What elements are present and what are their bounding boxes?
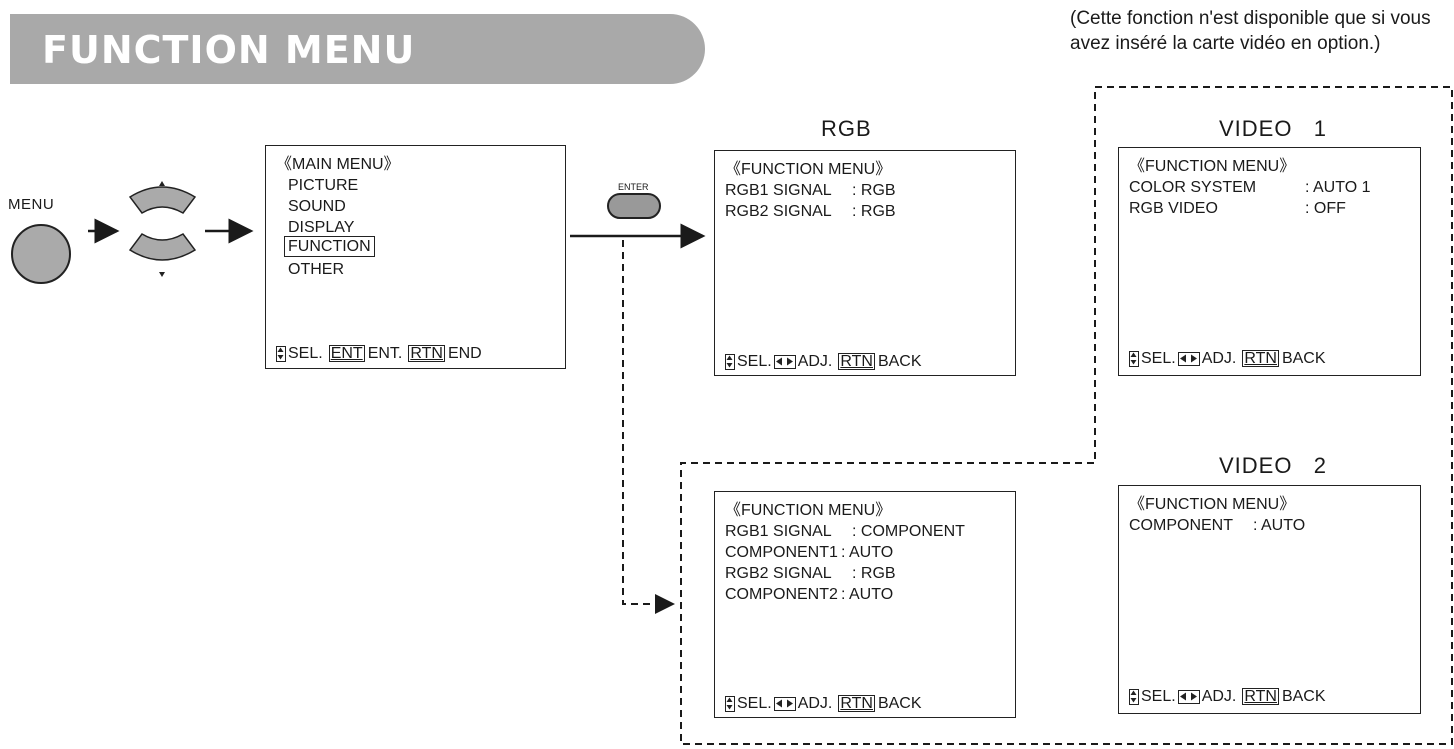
component-row-value: : RGB xyxy=(852,565,896,582)
video1-row-label[interactable]: COLOR SYSTEM xyxy=(1129,179,1257,196)
menu-button[interactable] xyxy=(11,224,71,284)
availability-note: (Cette fonction n'est disponible que si … xyxy=(1070,8,1431,54)
selector-down-caret xyxy=(159,272,165,277)
rgb-row-label[interactable]: RGB1 SIGNAL xyxy=(725,182,832,199)
video1-row-value: : AUTO 1 xyxy=(1305,179,1371,196)
main-menu-item[interactable]: SOUND xyxy=(288,198,346,215)
main-menu-header: 《MAIN MENU》 xyxy=(276,156,400,173)
video1-footer: SEL. ADJ. RTN BACK xyxy=(1129,348,1326,369)
selector-up-caret xyxy=(159,181,165,186)
component-footer: SEL. ADJ. RTN BACK xyxy=(725,693,922,714)
rgb-function-screen: 《FUNCTION MENU》 RGB1 SIGNAL : RGB RGB2 S… xyxy=(714,150,1016,376)
rgb-footer: SEL. ADJ. RTN BACK xyxy=(725,351,922,372)
rtn-key: RTN xyxy=(838,695,875,712)
selector-down-icon xyxy=(128,233,197,261)
rtn-key: RTN xyxy=(838,353,875,370)
rgb-row-value: : RGB xyxy=(852,203,896,220)
rtn-key: RTN xyxy=(1242,350,1279,367)
rtn-key: RTN xyxy=(408,345,445,362)
video2-footer: SEL. ADJ. RTN BACK xyxy=(1129,686,1326,707)
video2-row-value: : AUTO xyxy=(1253,517,1306,534)
up-down-arrow-icon xyxy=(1129,688,1139,705)
up-down-arrow-icon xyxy=(725,353,735,370)
up-down-arrow-icon xyxy=(276,345,286,362)
video2-row-label[interactable]: COMPONENT xyxy=(1129,517,1233,534)
video1-heading: VIDEO 1 xyxy=(1219,116,1328,141)
selector-up-icon xyxy=(128,186,197,214)
dashed-arrow-to-component xyxy=(622,240,675,614)
rgb-row-label[interactable]: RGB2 SIGNAL xyxy=(725,203,832,220)
main-menu-screen: 《MAIN MENU》 PICTURE SOUND DISPLAY FUNCTI… xyxy=(265,145,566,369)
rtn-key: RTN xyxy=(1242,688,1279,705)
main-menu-item[interactable]: OTHER xyxy=(288,261,344,278)
menu-button-label: MENU xyxy=(8,196,55,213)
video1-row-label[interactable]: RGB VIDEO xyxy=(1129,200,1218,217)
component-row-label[interactable]: RGB2 SIGNAL xyxy=(725,565,832,582)
component-row-value: : COMPONENT xyxy=(852,523,965,540)
video2-function-screen: 《FUNCTION MENU》 COMPONENT : AUTO SEL. AD… xyxy=(1118,485,1421,714)
component-row-label[interactable]: COMPONENT2 xyxy=(725,586,838,603)
enter-button[interactable] xyxy=(607,193,661,219)
component-function-screen: 《FUNCTION MENU》 RGB1 SIGNAL : COMPONENT … xyxy=(714,491,1016,718)
component-row-value: : AUTO xyxy=(841,586,894,603)
left-right-arrow-icon xyxy=(1177,689,1200,704)
component-row-label[interactable]: RGB1 SIGNAL xyxy=(725,523,832,540)
ent-key: ENT xyxy=(328,345,365,362)
video1-row-value: : OFF xyxy=(1305,200,1346,217)
main-menu-item[interactable]: DISPLAY xyxy=(288,219,355,236)
up-down-arrow-icon xyxy=(1129,350,1139,367)
main-menu-footer: SEL. ENT ENT. RTN END xyxy=(276,343,482,364)
main-menu-item[interactable]: PICTURE xyxy=(288,177,359,194)
component-row-label[interactable]: COMPONENT1 xyxy=(725,544,838,561)
rgb-row-value: : RGB xyxy=(852,182,896,199)
up-down-arrow-icon xyxy=(725,695,735,712)
left-right-arrow-icon xyxy=(1177,351,1200,366)
video1-function-screen: 《FUNCTION MENU》 COLOR SYSTEM : AUTO 1 RG… xyxy=(1118,147,1421,376)
component-row-value: : AUTO xyxy=(841,544,894,561)
left-right-arrow-icon xyxy=(773,354,796,369)
title-banner: FUNCTION MENU xyxy=(10,14,705,84)
main-menu-item-selected[interactable]: FUNCTION xyxy=(284,236,375,257)
video2-heading: VIDEO 2 xyxy=(1219,453,1328,478)
rgb-heading: RGB xyxy=(821,116,872,141)
page-title: FUNCTION MENU xyxy=(42,28,416,72)
enter-button-label: ENTER xyxy=(618,182,649,192)
left-right-arrow-icon xyxy=(773,696,796,711)
